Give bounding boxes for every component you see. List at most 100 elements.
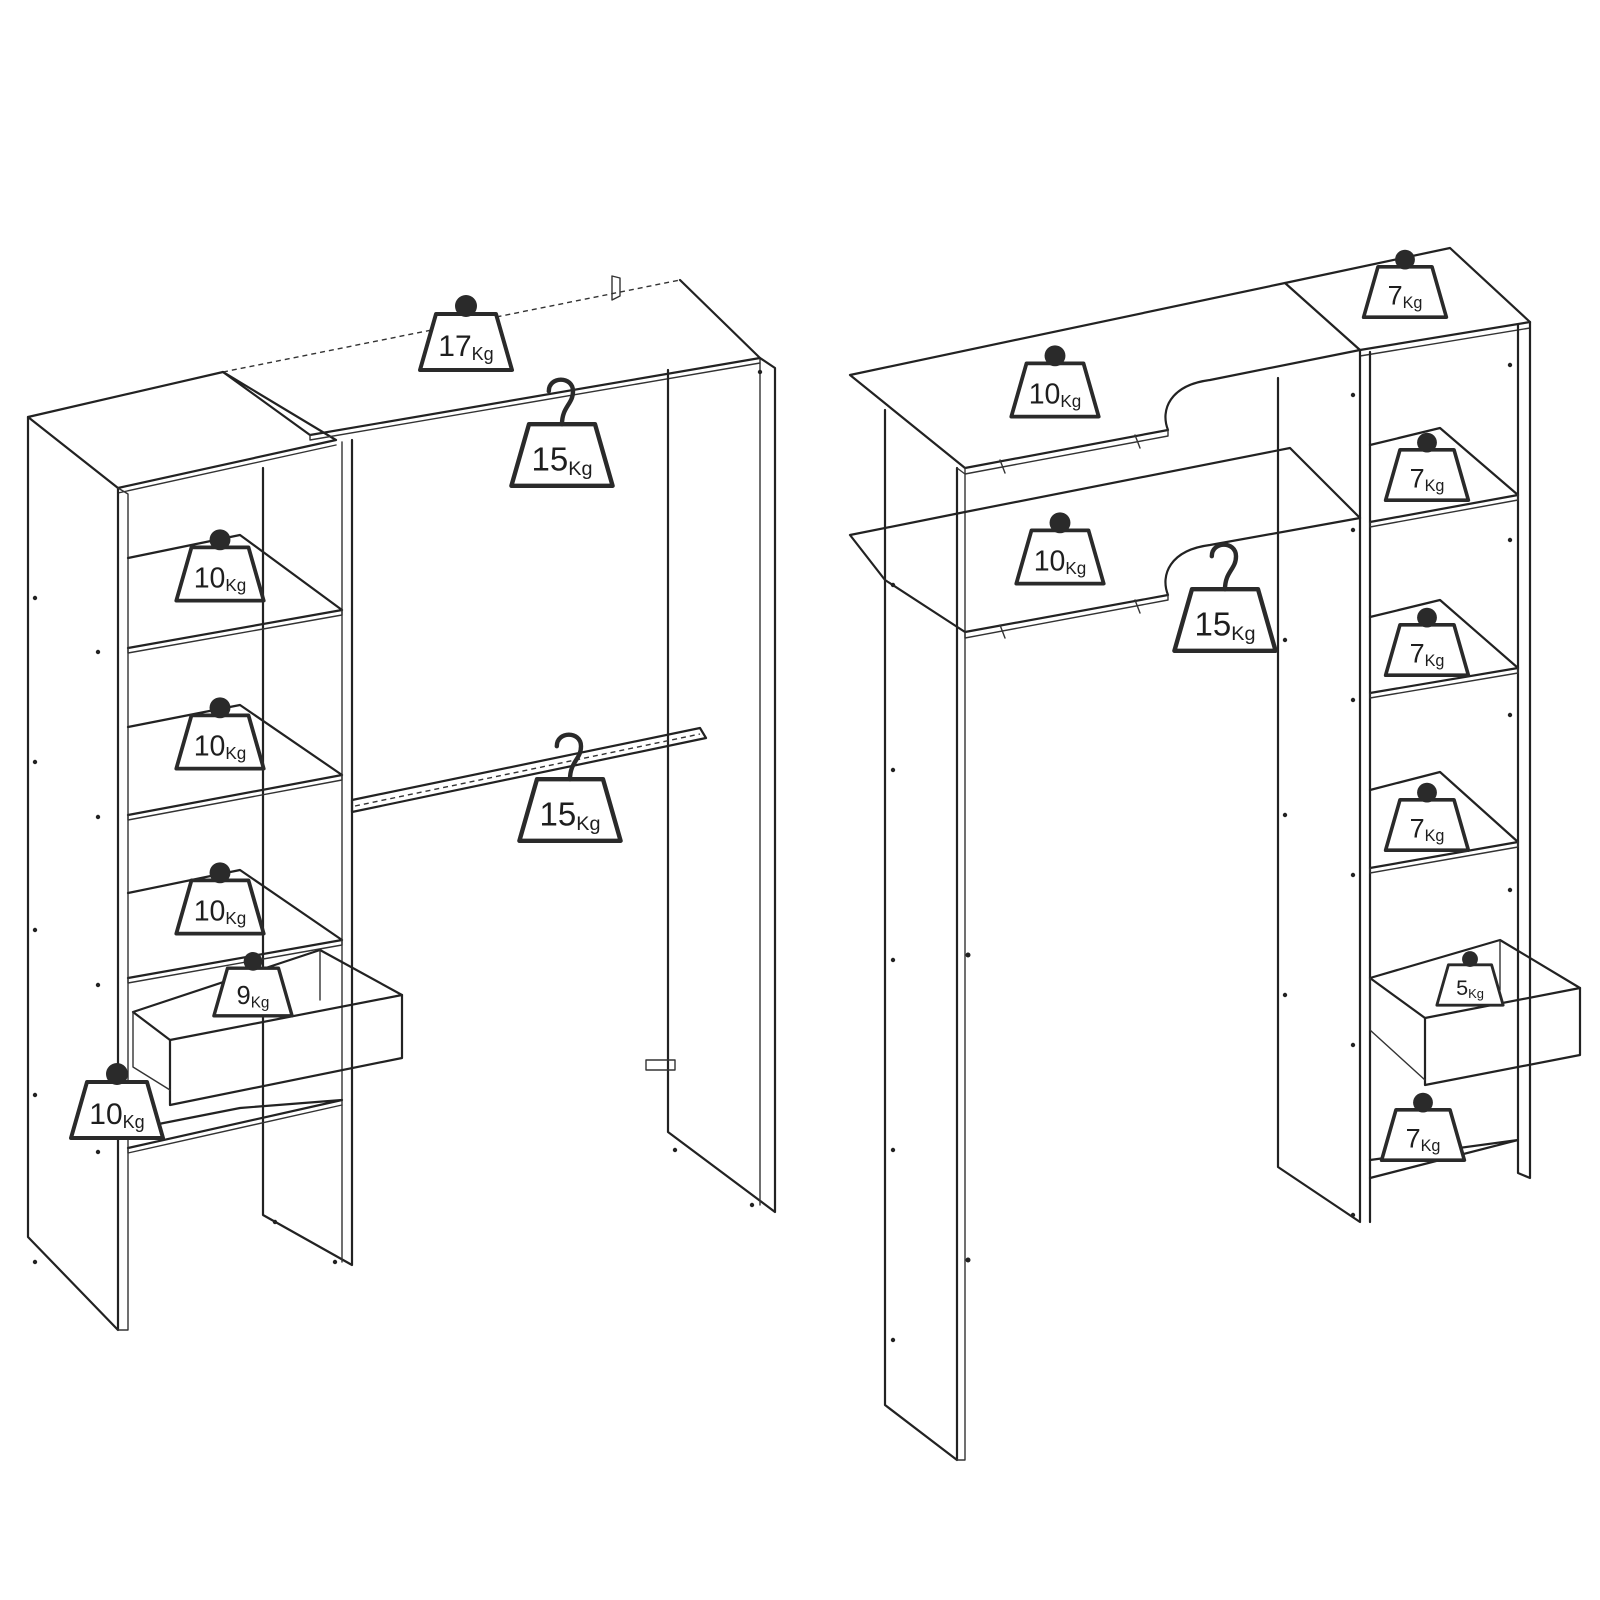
weight-knob-icon <box>243 952 263 971</box>
load-badge-w-rail-mid: 15Kg <box>517 732 623 844</box>
weight-shape-icon <box>1383 447 1471 503</box>
load-value: 15 <box>532 440 569 477</box>
hanger-hook-icon <box>1209 542 1239 592</box>
load-unit: Kg <box>576 813 600 835</box>
hanger-hook-icon <box>554 732 584 782</box>
load-badge-r-drawer: 5Kg <box>1435 951 1505 1007</box>
load-label: 15Kg <box>540 795 601 834</box>
load-unit: Kg <box>225 744 246 763</box>
weight-shape-icon <box>509 421 615 489</box>
load-badge-r-col-2: 7Kg <box>1383 607 1471 678</box>
weight-shape-icon <box>1383 797 1471 853</box>
load-badge-w-shelf-2: 10Kg <box>174 697 266 771</box>
load-badge-w-shelf-3: 10Kg <box>174 862 266 936</box>
weight-shape-icon <box>1383 622 1471 678</box>
weight-knob-icon <box>106 1063 128 1085</box>
load-unit: Kg <box>1425 827 1445 845</box>
right-middle-shelf <box>848 446 1362 634</box>
load-value: 10 <box>194 730 226 762</box>
load-value: 10 <box>1029 378 1061 410</box>
load-label: 10Kg <box>194 895 247 928</box>
load-unit: Kg <box>225 909 246 928</box>
load-unit: Kg <box>1231 623 1255 645</box>
left-bottom-shelf <box>126 1098 344 1150</box>
weight-shape-icon <box>1361 264 1449 320</box>
weight-knob-icon <box>1417 782 1437 803</box>
load-label: 15Kg <box>532 440 593 479</box>
load-label: 7Kg <box>1410 464 1445 496</box>
lower-bracket <box>645 1059 676 1071</box>
load-label: 17Kg <box>438 330 493 364</box>
left-wardrobe <box>26 275 777 1332</box>
load-value: 15 <box>540 795 577 832</box>
weight-shape-icon <box>174 878 266 936</box>
load-unit: Kg <box>1065 559 1086 578</box>
load-value: 5 <box>1456 975 1468 1000</box>
weight-knob-icon <box>1413 1092 1433 1113</box>
load-unit: Kg <box>225 576 246 595</box>
load-badge-r-col-3: 7Kg <box>1383 782 1471 853</box>
load-label: 15Kg <box>1195 605 1256 644</box>
load-badge-w-shelf-1: 10Kg <box>174 529 266 603</box>
left-shelf-2 <box>126 703 344 817</box>
weight-shape-icon <box>1172 586 1278 654</box>
load-badge-w-bottom: 10Kg <box>69 1063 165 1140</box>
weight-knob-icon <box>209 697 231 719</box>
weight-knob-icon <box>455 295 477 317</box>
left-hanging-rail <box>350 726 708 814</box>
load-label: 10Kg <box>89 1098 144 1132</box>
load-value: 7 <box>1406 1124 1421 1154</box>
left-drawer-front <box>168 993 404 1107</box>
weight-knob-icon <box>1044 345 1066 367</box>
load-label: 9Kg <box>237 982 270 1011</box>
weight-knob-icon <box>1462 951 1478 967</box>
weight-shape-icon <box>174 713 266 771</box>
left-shelf-3 <box>126 868 344 980</box>
load-label: 7Kg <box>1388 281 1423 313</box>
weight-knob-icon <box>209 862 231 884</box>
load-value: 7 <box>1410 639 1425 669</box>
top-long-board <box>221 278 762 437</box>
load-label: 10Kg <box>1034 545 1087 578</box>
load-badge-w-rail-top: 15Kg <box>509 377 615 489</box>
right-tall-panel <box>666 356 777 1214</box>
load-label: 10Kg <box>1029 378 1082 411</box>
right-col-shelf-1 <box>1368 426 1520 524</box>
load-unit: Kg <box>1421 1137 1441 1155</box>
load-badge-r-col-1: 7Kg <box>1383 432 1471 503</box>
load-badge-w-drawer: 9Kg <box>212 952 294 1018</box>
load-label: 7Kg <box>1406 1124 1441 1156</box>
weight-shape-icon <box>174 545 266 603</box>
right-col-shelf-3 <box>1368 770 1520 870</box>
load-unit: Kg <box>1403 294 1423 312</box>
load-badge-w-top: 17Kg <box>418 295 514 372</box>
weight-knob-icon <box>1395 249 1415 270</box>
load-unit: Kg <box>568 458 592 480</box>
weight-shape-icon <box>1435 963 1505 1007</box>
load-unit: Kg <box>1468 986 1484 1001</box>
left-top-board <box>26 370 338 490</box>
top-bracket <box>611 275 621 301</box>
weight-shape-icon <box>517 776 623 844</box>
weight-knob-icon <box>1417 607 1437 628</box>
load-unit: Kg <box>1060 392 1081 411</box>
weight-shape-icon <box>1009 361 1101 419</box>
weight-shape-icon <box>418 312 514 372</box>
load-value: 15 <box>1195 605 1232 642</box>
load-value: 7 <box>1410 814 1425 844</box>
weight-shape-icon <box>212 966 294 1018</box>
load-badge-r-col-top: 7Kg <box>1361 249 1449 320</box>
load-unit: Kg <box>123 1112 145 1132</box>
left-divider-panel <box>261 438 354 1267</box>
right-col-shelf-2 <box>1368 598 1520 695</box>
right-top-board <box>848 281 1362 470</box>
load-value: 7 <box>1410 464 1425 494</box>
load-value: 9 <box>237 982 251 1010</box>
left-shelf-1 <box>126 533 344 650</box>
right-column-top <box>1283 246 1532 352</box>
weight-shape-icon <box>1014 528 1106 586</box>
load-unit: Kg <box>1425 477 1445 495</box>
load-value: 10 <box>194 562 226 594</box>
load-badge-r-rail: 15Kg <box>1172 542 1278 654</box>
